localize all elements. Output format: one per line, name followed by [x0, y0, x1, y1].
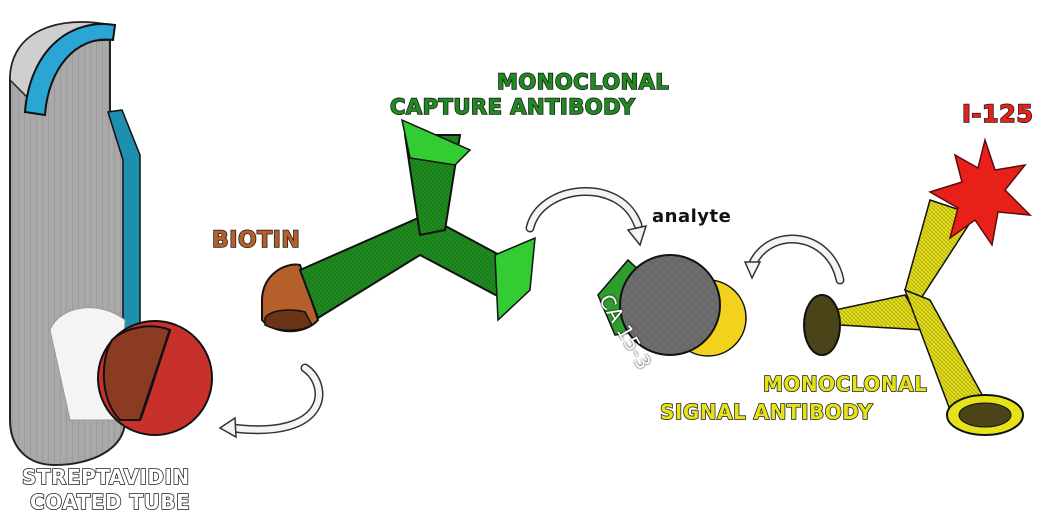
- biotin-label: BIOTIN: [212, 228, 300, 253]
- analyte-label: analyte: [652, 206, 731, 227]
- isotope-label: I-125: [962, 100, 1034, 128]
- signal-label-line1: MONOCLONAL: [763, 372, 927, 396]
- streptavidin-sphere: [98, 321, 212, 435]
- signal-label-line2: SIGNAL ANTIBODY: [660, 400, 873, 424]
- capture-label-line1: MONOCLONAL: [497, 70, 669, 94]
- capture-tip-right-icon: [495, 238, 535, 320]
- signal-left-cap-icon: [804, 295, 840, 355]
- tube-label-line1: STREPTAVIDIN: [22, 465, 190, 489]
- curved-arrow-icon: [530, 191, 646, 245]
- curved-arrow-icon: [220, 368, 319, 437]
- capture-antibody: [300, 120, 535, 320]
- tube-label-line2: COATED TUBE: [30, 490, 190, 514]
- curved-arrow-icon: [745, 239, 840, 280]
- capture-label-line2: CAPTURE ANTIBODY: [390, 95, 635, 119]
